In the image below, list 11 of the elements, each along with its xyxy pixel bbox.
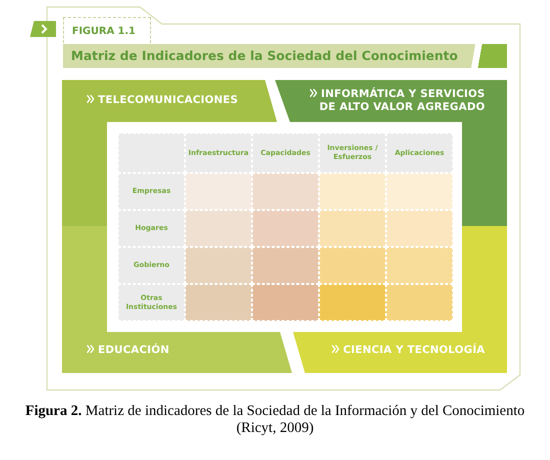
- title-band: Matriz de Indicadores de la Sociedad del Conocimiento: [63, 44, 507, 68]
- band-label: TELECOMUNICACIONES: [98, 94, 238, 106]
- category-band: [293, 332, 507, 373]
- category-band: [62, 332, 292, 373]
- figure-tag: FIGURA 1.1: [63, 17, 151, 43]
- band-label: CIENCIA Y TECNOLOGÍA: [343, 344, 485, 356]
- figure-caption: Figura 2. Matriz de indicadores de la Sociedad de la Información y del Conocimiento (Ricyt, 2009): [24, 403, 526, 438]
- category-band: [62, 80, 277, 122]
- category-band: [275, 80, 507, 122]
- band-label: INFORMÁTICA Y SERVICIOS DE ALTO VALOR AGREGADO: [319, 88, 485, 113]
- band-label: EDUCACIÓN: [98, 344, 170, 356]
